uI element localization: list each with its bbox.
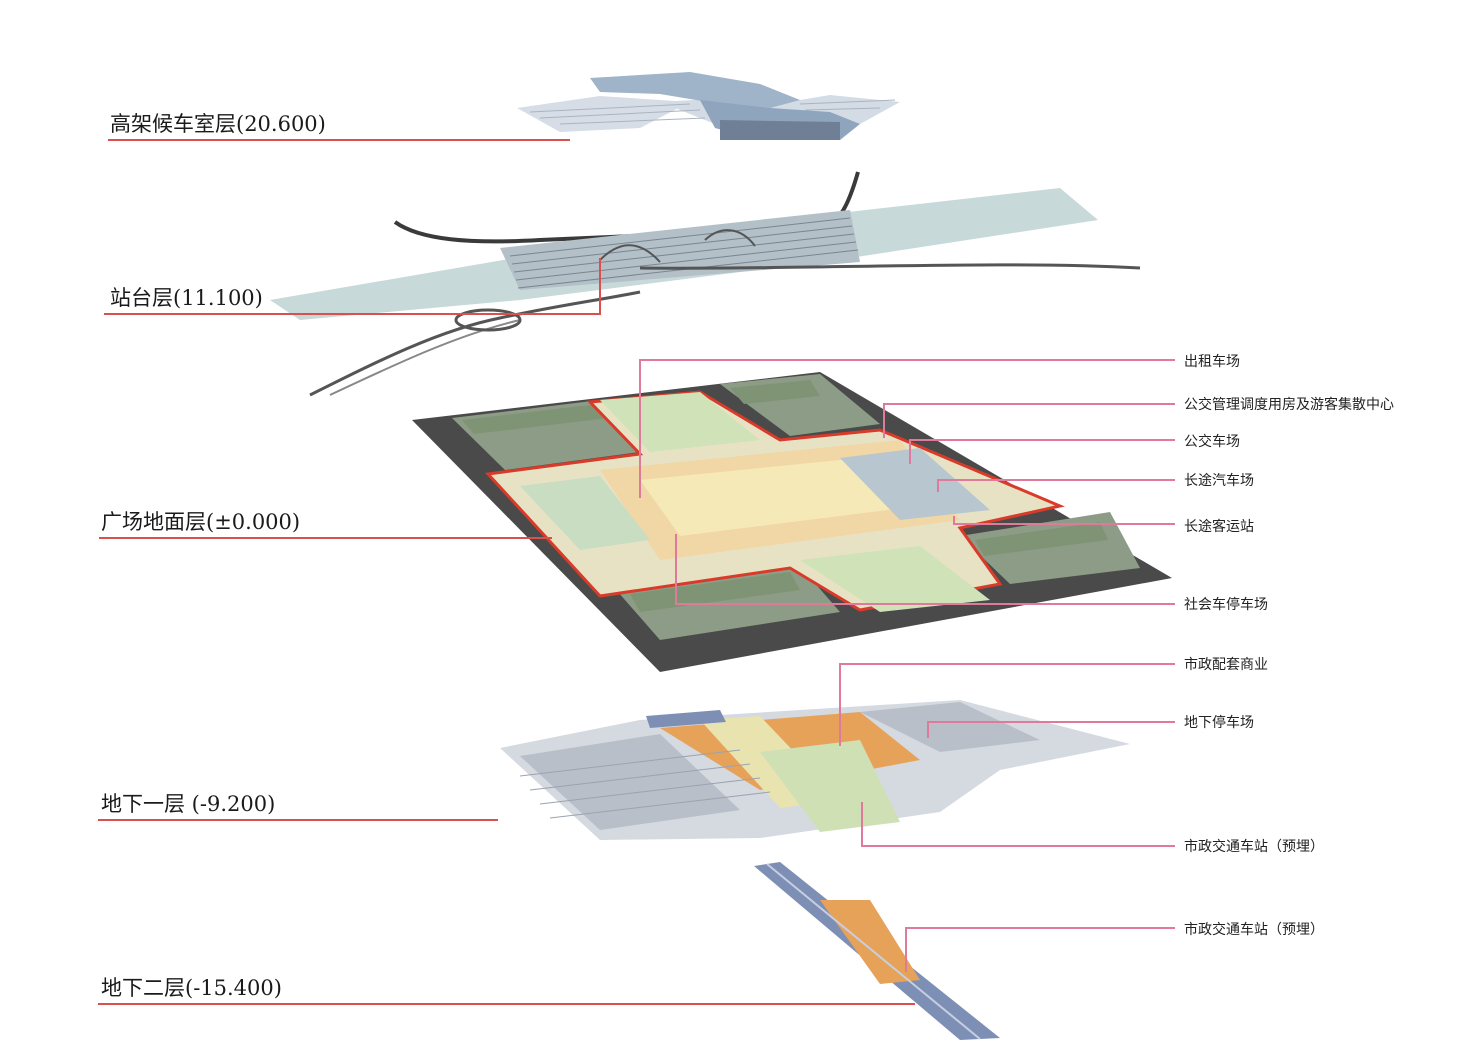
callout-taxi-yard: 出租车场 (1184, 354, 1240, 370)
plaza-level-model (412, 372, 1172, 672)
basement-2-model (754, 862, 1000, 1040)
callout-bus-management-visitor-center: 公交管理调度用房及游客集散中心 (1184, 397, 1394, 413)
callout-coach-yard: 长途汽车场 (1184, 473, 1254, 489)
basement-1-model (500, 700, 1130, 840)
callout-underground-parking: 地下停车场 (1184, 715, 1254, 731)
callout-municipal-transit-station-b1: 市政交通车站（预埋） (1184, 839, 1324, 855)
layer-label-basement-1: 地下一层 (-9.200) (101, 792, 276, 816)
platform-level-model (270, 171, 1141, 397)
layer-label-basement-2: 地下二层(-15.400) (101, 976, 282, 1000)
layer-label-platform: 站台层(11.100) (110, 286, 263, 310)
callout-municipal-transit-station-b2: 市政交通车站（预埋） (1184, 922, 1324, 938)
callout-lines (639, 359, 1175, 972)
layer-label-elevated-waiting-hall: 高架候车室层(20.600) (110, 112, 326, 136)
callout-coach-station: 长途客运站 (1184, 519, 1254, 535)
layer-label-plaza-ground: 广场地面层(±0.000) (101, 510, 301, 534)
callout-public-parking: 社会车停车场 (1184, 597, 1268, 613)
layer-label-lines (98, 139, 915, 1005)
callout-municipal-commercial: 市政配套商业 (1184, 657, 1268, 673)
elevated-waiting-hall-model (517, 72, 900, 140)
callout-bus-yard: 公交车场 (1184, 434, 1240, 450)
